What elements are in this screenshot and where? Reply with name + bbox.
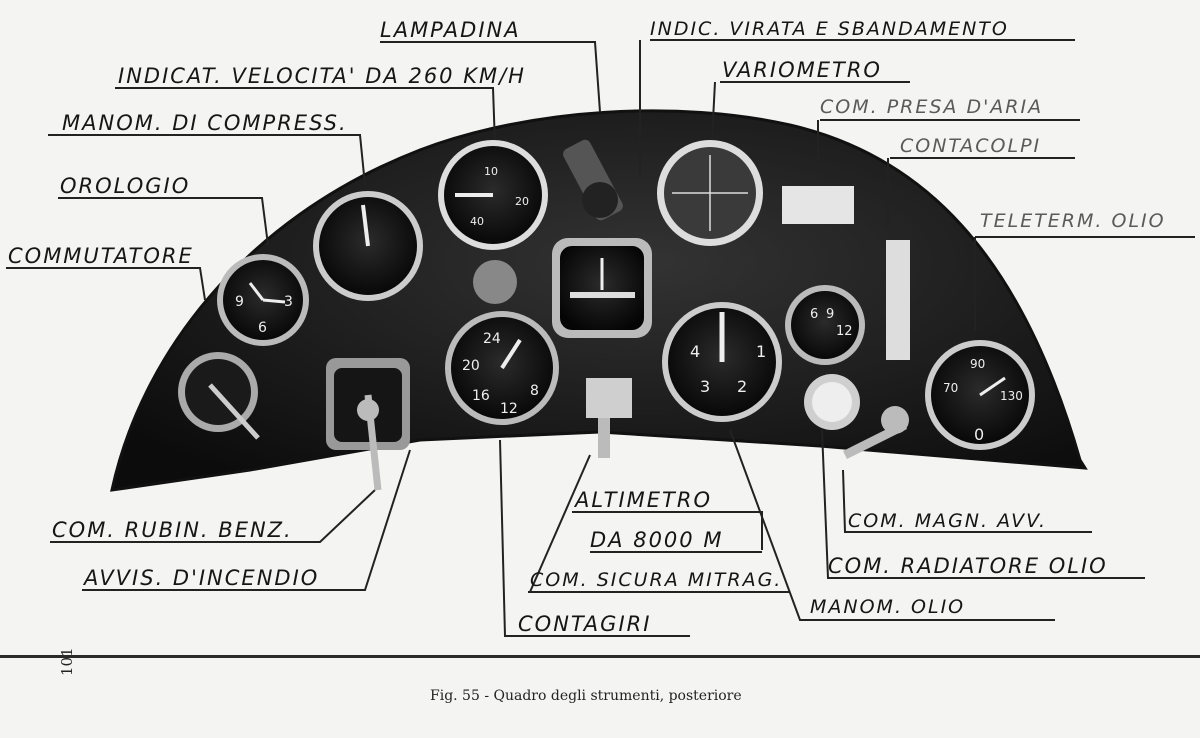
label-com-radiatore-olio: COM. RADIATORE OLIO bbox=[828, 554, 1108, 578]
alt-num-2: 2 bbox=[737, 377, 747, 396]
alt-num-1: 3 bbox=[700, 377, 710, 396]
oilt-num-2: 130 bbox=[1000, 389, 1023, 403]
gauge-tachometer: 24 20 16 12 8 bbox=[445, 311, 559, 425]
label-manom-compress: MANOM. DI COMPRESS. bbox=[62, 111, 348, 135]
label-commutatore: COMMUTATORE bbox=[8, 244, 194, 268]
oilt-num-1: 70 bbox=[943, 381, 958, 395]
gauge-oil-pressure: 6 9 12 bbox=[785, 285, 865, 365]
gauge-oil-temperature: 90 70 130 0 bbox=[925, 340, 1035, 450]
alt-num-0: 4 bbox=[690, 342, 700, 361]
gauge-clock: 9 3 6 bbox=[217, 254, 309, 346]
commutator-switch bbox=[178, 352, 260, 440]
label-altimetro-range: da 8000 m bbox=[590, 528, 724, 552]
label-com-rubin-benz: COM. RUBIN. BENZ. bbox=[52, 518, 293, 542]
label-contacolpi: CONTACOLPI bbox=[900, 135, 1042, 157]
tach-num-3: 12 bbox=[500, 401, 518, 417]
gauge-small-knob bbox=[473, 260, 517, 304]
oilp-num-1: 9 bbox=[826, 307, 834, 322]
clock-num-1: 3 bbox=[284, 294, 293, 310]
tach-num-1: 20 bbox=[462, 358, 480, 374]
airspeed-num-0: 10 bbox=[484, 165, 498, 178]
label-com-presa-aria: COM. PRESA D'ARIA bbox=[820, 96, 1044, 118]
leader-lines bbox=[6, 39, 1195, 637]
label-orologio: OROLOGIO bbox=[60, 174, 191, 198]
label-com-magn-avv: COM. MAGN. AVV. bbox=[848, 510, 1048, 532]
label-teleterm: TELETERM. OLIO bbox=[980, 210, 1166, 232]
clock-num-2: 6 bbox=[258, 320, 267, 336]
oil-radiator-control bbox=[804, 374, 909, 460]
lamp-fixture bbox=[563, 139, 623, 221]
machinegun-safety bbox=[586, 378, 632, 458]
clock-num-0: 9 bbox=[235, 294, 244, 310]
gauge-variometer bbox=[657, 140, 763, 246]
label-indicat-velocita: INDICAT. VELOCITA' da 260 Km/h bbox=[118, 64, 526, 88]
label-com-sicura-mitrag: COM. SICURA MITRAG. bbox=[530, 569, 783, 591]
label-indic-virata: INDIC. VIRATA E SBANDAMENTO bbox=[650, 18, 1009, 40]
tach-num-4: 8 bbox=[530, 383, 539, 399]
alt-num-3: 1 bbox=[756, 342, 766, 361]
figure-caption: Fig. 55 - Quadro degli strumenti, poster… bbox=[430, 688, 742, 704]
label-contagiri: CONTAGIRI bbox=[518, 612, 652, 636]
label-manom-olio: MANOM. OLIO bbox=[810, 596, 966, 618]
oilt-num-0: 90 bbox=[970, 357, 985, 371]
air-intake-counter bbox=[782, 186, 910, 360]
oilp-num-0: 6 bbox=[810, 307, 818, 322]
gauge-fire-warning bbox=[326, 358, 410, 491]
gauge-turn-and-bank bbox=[552, 238, 652, 338]
label-avvis-incendio: AVVIS. D'INCENDIO bbox=[84, 566, 320, 590]
airspeed-num-2: 40 bbox=[470, 215, 484, 228]
label-variometro: VARIOMETRO bbox=[722, 58, 882, 82]
oilp-num-2: 12 bbox=[836, 324, 853, 339]
gauge-altimeter: 4 3 2 1 bbox=[662, 302, 782, 422]
figure-bottom-border bbox=[0, 655, 1200, 658]
tach-num-2: 16 bbox=[472, 388, 490, 404]
gauge-airspeed-indicator: 10 20 40 bbox=[438, 140, 548, 250]
tach-num-0: 24 bbox=[483, 331, 501, 347]
label-lampadina: LAMPADINA bbox=[380, 18, 521, 42]
panel-illustration: 10 20 40 9 3 6 bbox=[6, 39, 1195, 637]
label-altimetro: ALTIMETRO bbox=[575, 488, 712, 512]
airspeed-num-1: 20 bbox=[515, 195, 529, 208]
page-number: 101 bbox=[58, 647, 76, 676]
gauge-compression-manometer bbox=[313, 191, 423, 301]
oilt-num-3: 0 bbox=[974, 425, 984, 444]
